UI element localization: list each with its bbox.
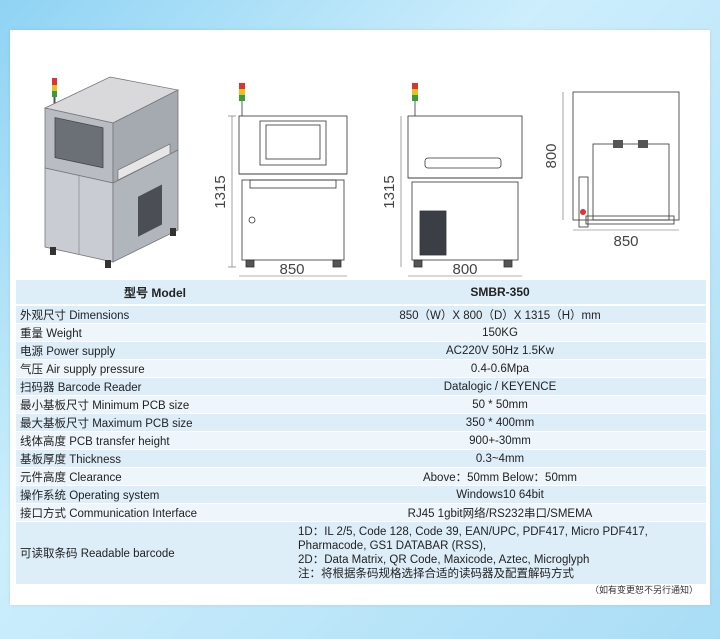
iso-view bbox=[43, 76, 180, 268]
row-value: 350 * 400mm bbox=[294, 413, 706, 432]
row-value: Above：50mm Below：50mm bbox=[294, 467, 706, 486]
row-value: 150KG bbox=[294, 323, 706, 342]
barcode-value: 1D：IL 2/5, Code 128, Code 39, EAN/UPC, P… bbox=[294, 521, 706, 585]
row-value: Windows10 64bit bbox=[294, 485, 706, 504]
row-label: 元件高度 Clearance bbox=[16, 467, 294, 486]
top-width-label: 850 bbox=[613, 233, 638, 250]
row-label: 外观尺寸 Dimensions bbox=[16, 305, 294, 324]
row-label: 扫码器 Barcode Reader bbox=[16, 377, 294, 396]
front-height-label: 1315 bbox=[212, 175, 229, 208]
row-label: 气压 Air supply pressure bbox=[16, 359, 294, 378]
front-width-label: 850 bbox=[279, 261, 304, 278]
row-value: 900+-30mm bbox=[294, 431, 706, 450]
row-label: 可读取条码 Readable barcode bbox=[16, 521, 294, 585]
row-label: 电源 Power supply bbox=[16, 341, 294, 360]
barcode-line: 1D：IL 2/5, Code 128, Code 39, EAN/UPC, P… bbox=[298, 526, 648, 538]
row-value: 850（W）X 800（D）X 1315（H）mm bbox=[294, 305, 706, 324]
barcode-note: 注：将根据条码规格选择合适的读码器及配置解码方式 bbox=[298, 568, 574, 580]
top-view bbox=[562, 91, 680, 231]
top-depth-label: 800 bbox=[543, 143, 560, 168]
row-label: 基板厚度 Thickness bbox=[16, 449, 294, 468]
table-row-barcode: 可读取条码 Readable barcode 1D：IL 2/5, Code 1… bbox=[16, 521, 706, 585]
barcode-line: Pharmacode, GS1 DATABAR (RSS), bbox=[298, 540, 487, 552]
front-view bbox=[228, 83, 348, 277]
row-label: 重量 Weight bbox=[16, 323, 294, 342]
row-label: 接口方式 Communication Interface bbox=[16, 503, 294, 522]
side-width-label: 800 bbox=[452, 261, 477, 278]
table-header-row: 型号 Model SMBR-350 bbox=[16, 280, 706, 306]
machine-drawings: 1315 850 1315 800 800 850 bbox=[43, 76, 680, 278]
side-view bbox=[400, 83, 523, 277]
row-label: 线体高度 PCB transfer height bbox=[16, 431, 294, 450]
header-value: SMBR-350 bbox=[294, 280, 706, 306]
header-label: 型号 Model bbox=[16, 280, 294, 306]
row-value: 50 * 50mm bbox=[294, 395, 706, 414]
barcode-line: 2D：Data Matrix, QR Code, Maxicode, Aztec… bbox=[298, 554, 590, 566]
row-value: RJ45 1gbit网络/RS232串口/SMEMA bbox=[294, 503, 706, 522]
side-height-label: 1315 bbox=[381, 175, 398, 208]
row-label: 最小基板尺寸 Minimum PCB size bbox=[16, 395, 294, 414]
row-value: Datalogic / KEYENCE bbox=[294, 377, 706, 396]
row-value: 0.3~4mm bbox=[294, 449, 706, 468]
row-value: AC220V 50Hz 1.5Kw bbox=[294, 341, 706, 360]
spec-sheet: 1315 850 1315 800 800 850 型号 Model SMBR-… bbox=[10, 30, 710, 605]
row-value: 0.4-0.6Mpa bbox=[294, 359, 706, 378]
row-label: 最大基板尺寸 Maximum PCB size bbox=[16, 413, 294, 432]
row-label: 操作系统 Operating system bbox=[16, 485, 294, 504]
footnote: （如有变更恕不另行通知） bbox=[589, 585, 698, 595]
